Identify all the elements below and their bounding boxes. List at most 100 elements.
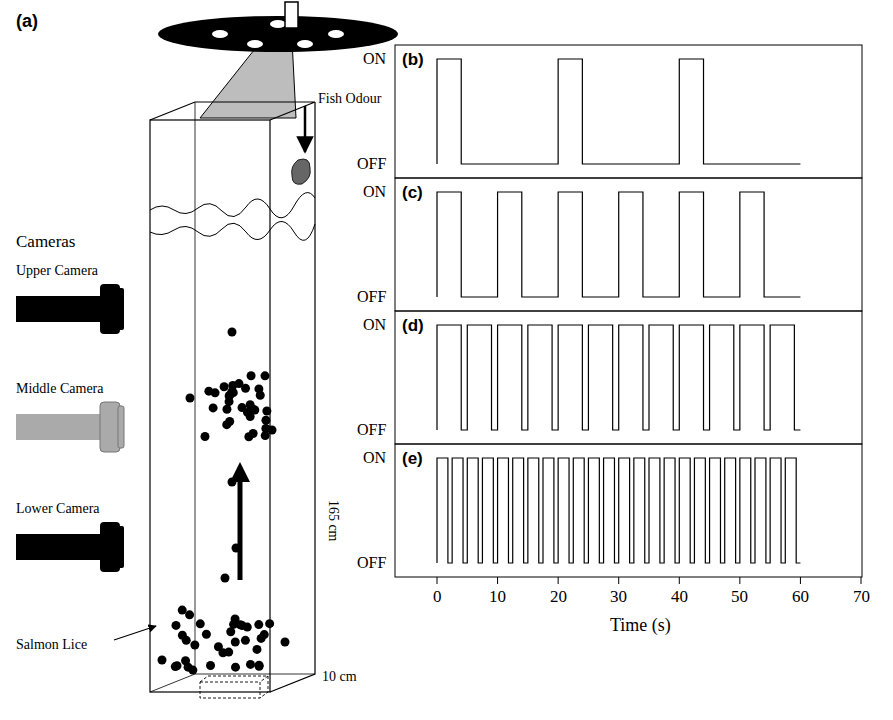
top-face [150,102,315,120]
louse-dot [158,656,167,665]
panel-letter: (a) [16,12,38,32]
louse-dot [209,403,218,412]
tick-label: 50 [731,588,748,607]
back-edge [150,674,195,692]
disk-hole [212,30,228,38]
tick-mark [558,577,559,584]
louse-dot [256,391,265,400]
louse-dot [247,371,256,380]
middle-camera [16,402,124,452]
tick-label: 30 [610,588,627,607]
louse-dot [246,400,255,409]
water-surface [150,221,315,240]
disk-hole [297,40,313,48]
light-signal [437,325,800,430]
level-label: ON [363,449,386,467]
louse-dot [220,382,229,391]
dimension: 10 cm [322,669,357,684]
louse-dot [221,574,230,583]
axis-title: Time (s) [610,616,671,636]
louse-dot [241,636,250,645]
louse-dot [244,432,253,441]
light-signal [437,458,800,563]
louse-dot [231,638,240,647]
axis-ticks [437,577,861,584]
tick-mark [861,577,862,584]
tick-mark [497,577,498,584]
louse-dot [265,619,274,628]
panel-frame [395,311,862,444]
lamp [285,2,298,28]
level-label: OFF [357,155,386,173]
louse-dot [260,630,269,639]
part-label: Salmon Lice [16,637,87,652]
louse-dot [261,416,270,425]
tick-mark [739,577,740,584]
tick-mark [618,577,619,584]
back-edge [195,674,315,675]
louse-dot [171,621,180,630]
water-surface [150,193,315,218]
louse-dot [222,405,231,414]
salmon-lice [158,328,290,675]
louse-dot [254,620,263,629]
leader-line [114,626,156,640]
light-signal [437,192,800,297]
tick-mark [679,577,680,584]
panel-letter: (e) [402,450,423,469]
camera-label: Lower Camera [16,501,100,516]
louse-dot [232,544,241,553]
odour-label: Fish Odour [318,91,381,106]
louse-dot [231,663,240,672]
waveforms [437,59,800,563]
louse-dot [190,640,199,649]
louse-dot [227,387,236,396]
tick-label: 10 [489,588,506,607]
louse-dot [228,328,237,337]
lower-camera [16,522,124,572]
louse-dot [260,371,269,380]
tick-mark [437,577,438,584]
tick-mark [800,577,801,584]
panel-letter: (c) [402,184,423,203]
louse-dot [172,661,181,670]
light-disk [158,16,398,52]
upper-camera [16,284,124,334]
panel-frame [395,45,862,178]
louse-dot [241,384,250,393]
tick-label: 0 [433,588,442,607]
louse-dot [252,645,261,654]
group-label: Cameras [16,233,75,252]
louse-dot [206,661,215,670]
tick-label: 20 [550,588,567,607]
back-edge [195,102,196,674]
base-box [200,676,268,698]
tick-label: 70 [853,588,870,607]
swim-arrow [238,478,243,580]
louse-dot [201,432,210,441]
louse-dot [224,648,233,657]
level-label: ON [363,50,386,68]
column [150,102,315,698]
louse-dot [255,662,264,671]
light-source [158,2,398,118]
side-face [270,102,315,692]
louse-dot [262,407,271,416]
level-label: ON [363,183,386,201]
light-signal [437,59,800,164]
dimension: 165 cm [325,500,340,542]
louse-dot [178,606,187,615]
louse-dot [204,387,213,396]
odour-blob [292,159,311,184]
louse-dot [228,478,237,487]
louse-dot [268,426,277,435]
louse-dot [185,610,194,619]
disk-hole [247,40,263,48]
odour-arrow [304,106,307,152]
louse-dot [214,642,223,651]
panel-frames [395,45,862,577]
louse-dot [202,630,211,639]
louse-dot [225,417,234,426]
